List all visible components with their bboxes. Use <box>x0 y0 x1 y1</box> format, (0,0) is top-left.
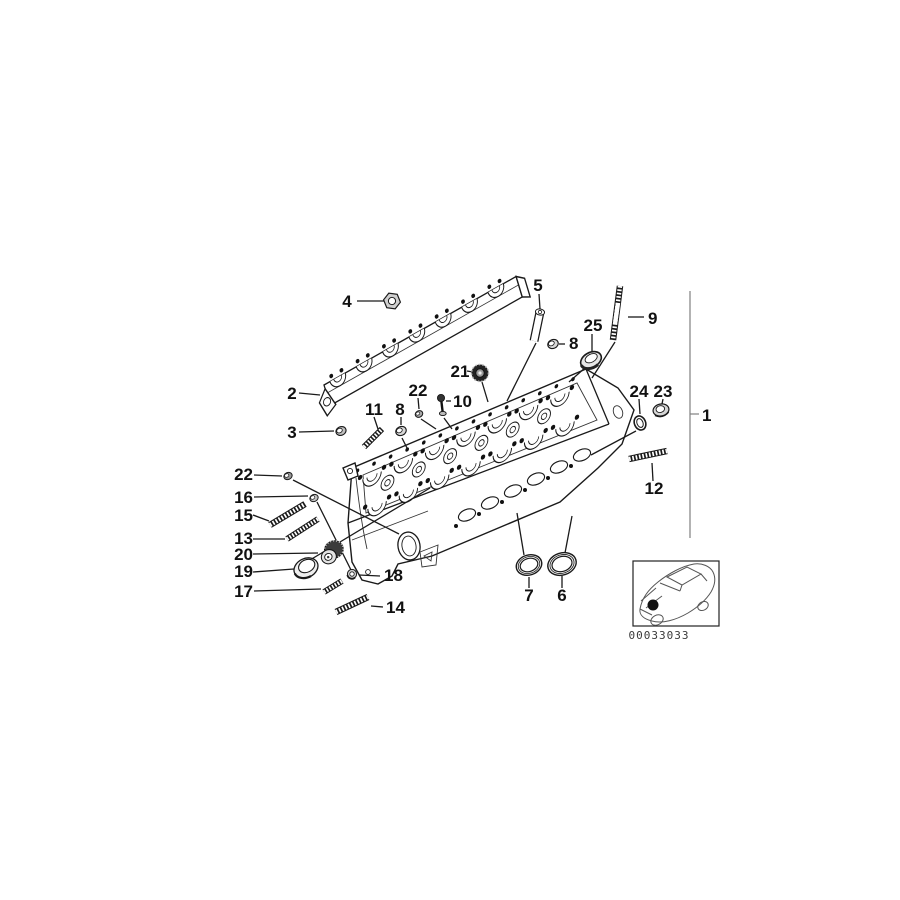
callout-2[interactable]: 2 <box>287 384 296 403</box>
callout-8-top[interactable]: 8 <box>569 334 578 353</box>
part-21-cap <box>470 363 490 383</box>
part-15-stud <box>268 501 307 528</box>
callout-4[interactable]: 4 <box>342 292 352 311</box>
callout-19[interactable]: 19 <box>234 562 253 581</box>
callout-18[interactable]: 18 <box>384 566 403 585</box>
leader-lines <box>252 293 664 608</box>
car-icon <box>639 563 716 626</box>
part-14-stud <box>334 594 370 615</box>
part-11-stud <box>361 426 385 450</box>
callout-15[interactable]: 15 <box>234 506 253 525</box>
part-23-screw-plug <box>652 403 670 418</box>
part-22-dowel-top <box>414 410 424 418</box>
callout-5[interactable]: 5 <box>533 276 542 295</box>
callout-9[interactable]: 9 <box>648 309 657 328</box>
part-22-dowel-left <box>283 471 293 481</box>
part-19-seal-ring <box>293 557 319 580</box>
callout-17[interactable]: 17 <box>234 582 253 601</box>
callout-8-left[interactable]: 8 <box>395 400 404 419</box>
part-8-cap-left <box>395 425 407 437</box>
part-5-valve-guide <box>529 308 546 342</box>
part-7-gasket-ring <box>515 553 543 577</box>
part-18-nut <box>346 568 358 580</box>
car-thumbnail: 00033033 <box>629 560 720 642</box>
callout-7[interactable]: 7 <box>524 586 533 605</box>
callout-labels: 4 2 3 11 8 22 10 21 5 8 25 9 24 23 1 12 … <box>234 276 711 617</box>
part-4-nut <box>382 292 402 310</box>
callout-25[interactable]: 25 <box>584 316 603 335</box>
diagram-code: 00033033 <box>629 629 690 642</box>
callout-6[interactable]: 6 <box>557 586 566 605</box>
part-8-cap-top <box>547 338 559 350</box>
callout-22-top[interactable]: 22 <box>409 381 428 400</box>
callout-22-left[interactable]: 22 <box>234 465 253 484</box>
part-24-o-ring <box>633 415 647 431</box>
part-10-vent-valve <box>437 394 447 417</box>
callout-11[interactable]: 11 <box>365 400 383 419</box>
part-2-bearing-ledge <box>318 275 532 417</box>
part-12-stud <box>628 447 668 463</box>
part-6-gasket-ring <box>547 551 577 577</box>
callout-16[interactable]: 16 <box>234 488 253 507</box>
callout-20[interactable]: 20 <box>234 545 253 564</box>
callout-14[interactable]: 14 <box>386 598 405 617</box>
part-16-cap <box>309 493 319 503</box>
part-9-stud <box>609 285 624 341</box>
callout-13[interactable]: 13 <box>234 529 253 548</box>
callout-1[interactable]: 1 <box>702 406 711 425</box>
callout-3[interactable]: 3 <box>287 423 296 442</box>
part-25-core-plug <box>579 350 603 371</box>
part-20-sealing-cap <box>320 540 344 565</box>
part-3-cap <box>335 425 347 437</box>
callout-24[interactable]: 24 <box>630 382 649 401</box>
part-1-cylinder-head <box>342 368 635 585</box>
callout-10[interactable]: 10 <box>453 392 472 411</box>
part-17-stud <box>322 578 344 595</box>
callout-21[interactable]: 21 <box>451 362 470 381</box>
reference-bracket <box>689 291 699 538</box>
callout-12[interactable]: 12 <box>645 479 664 498</box>
callout-23[interactable]: 23 <box>654 382 673 401</box>
part-13-stud <box>285 516 320 542</box>
